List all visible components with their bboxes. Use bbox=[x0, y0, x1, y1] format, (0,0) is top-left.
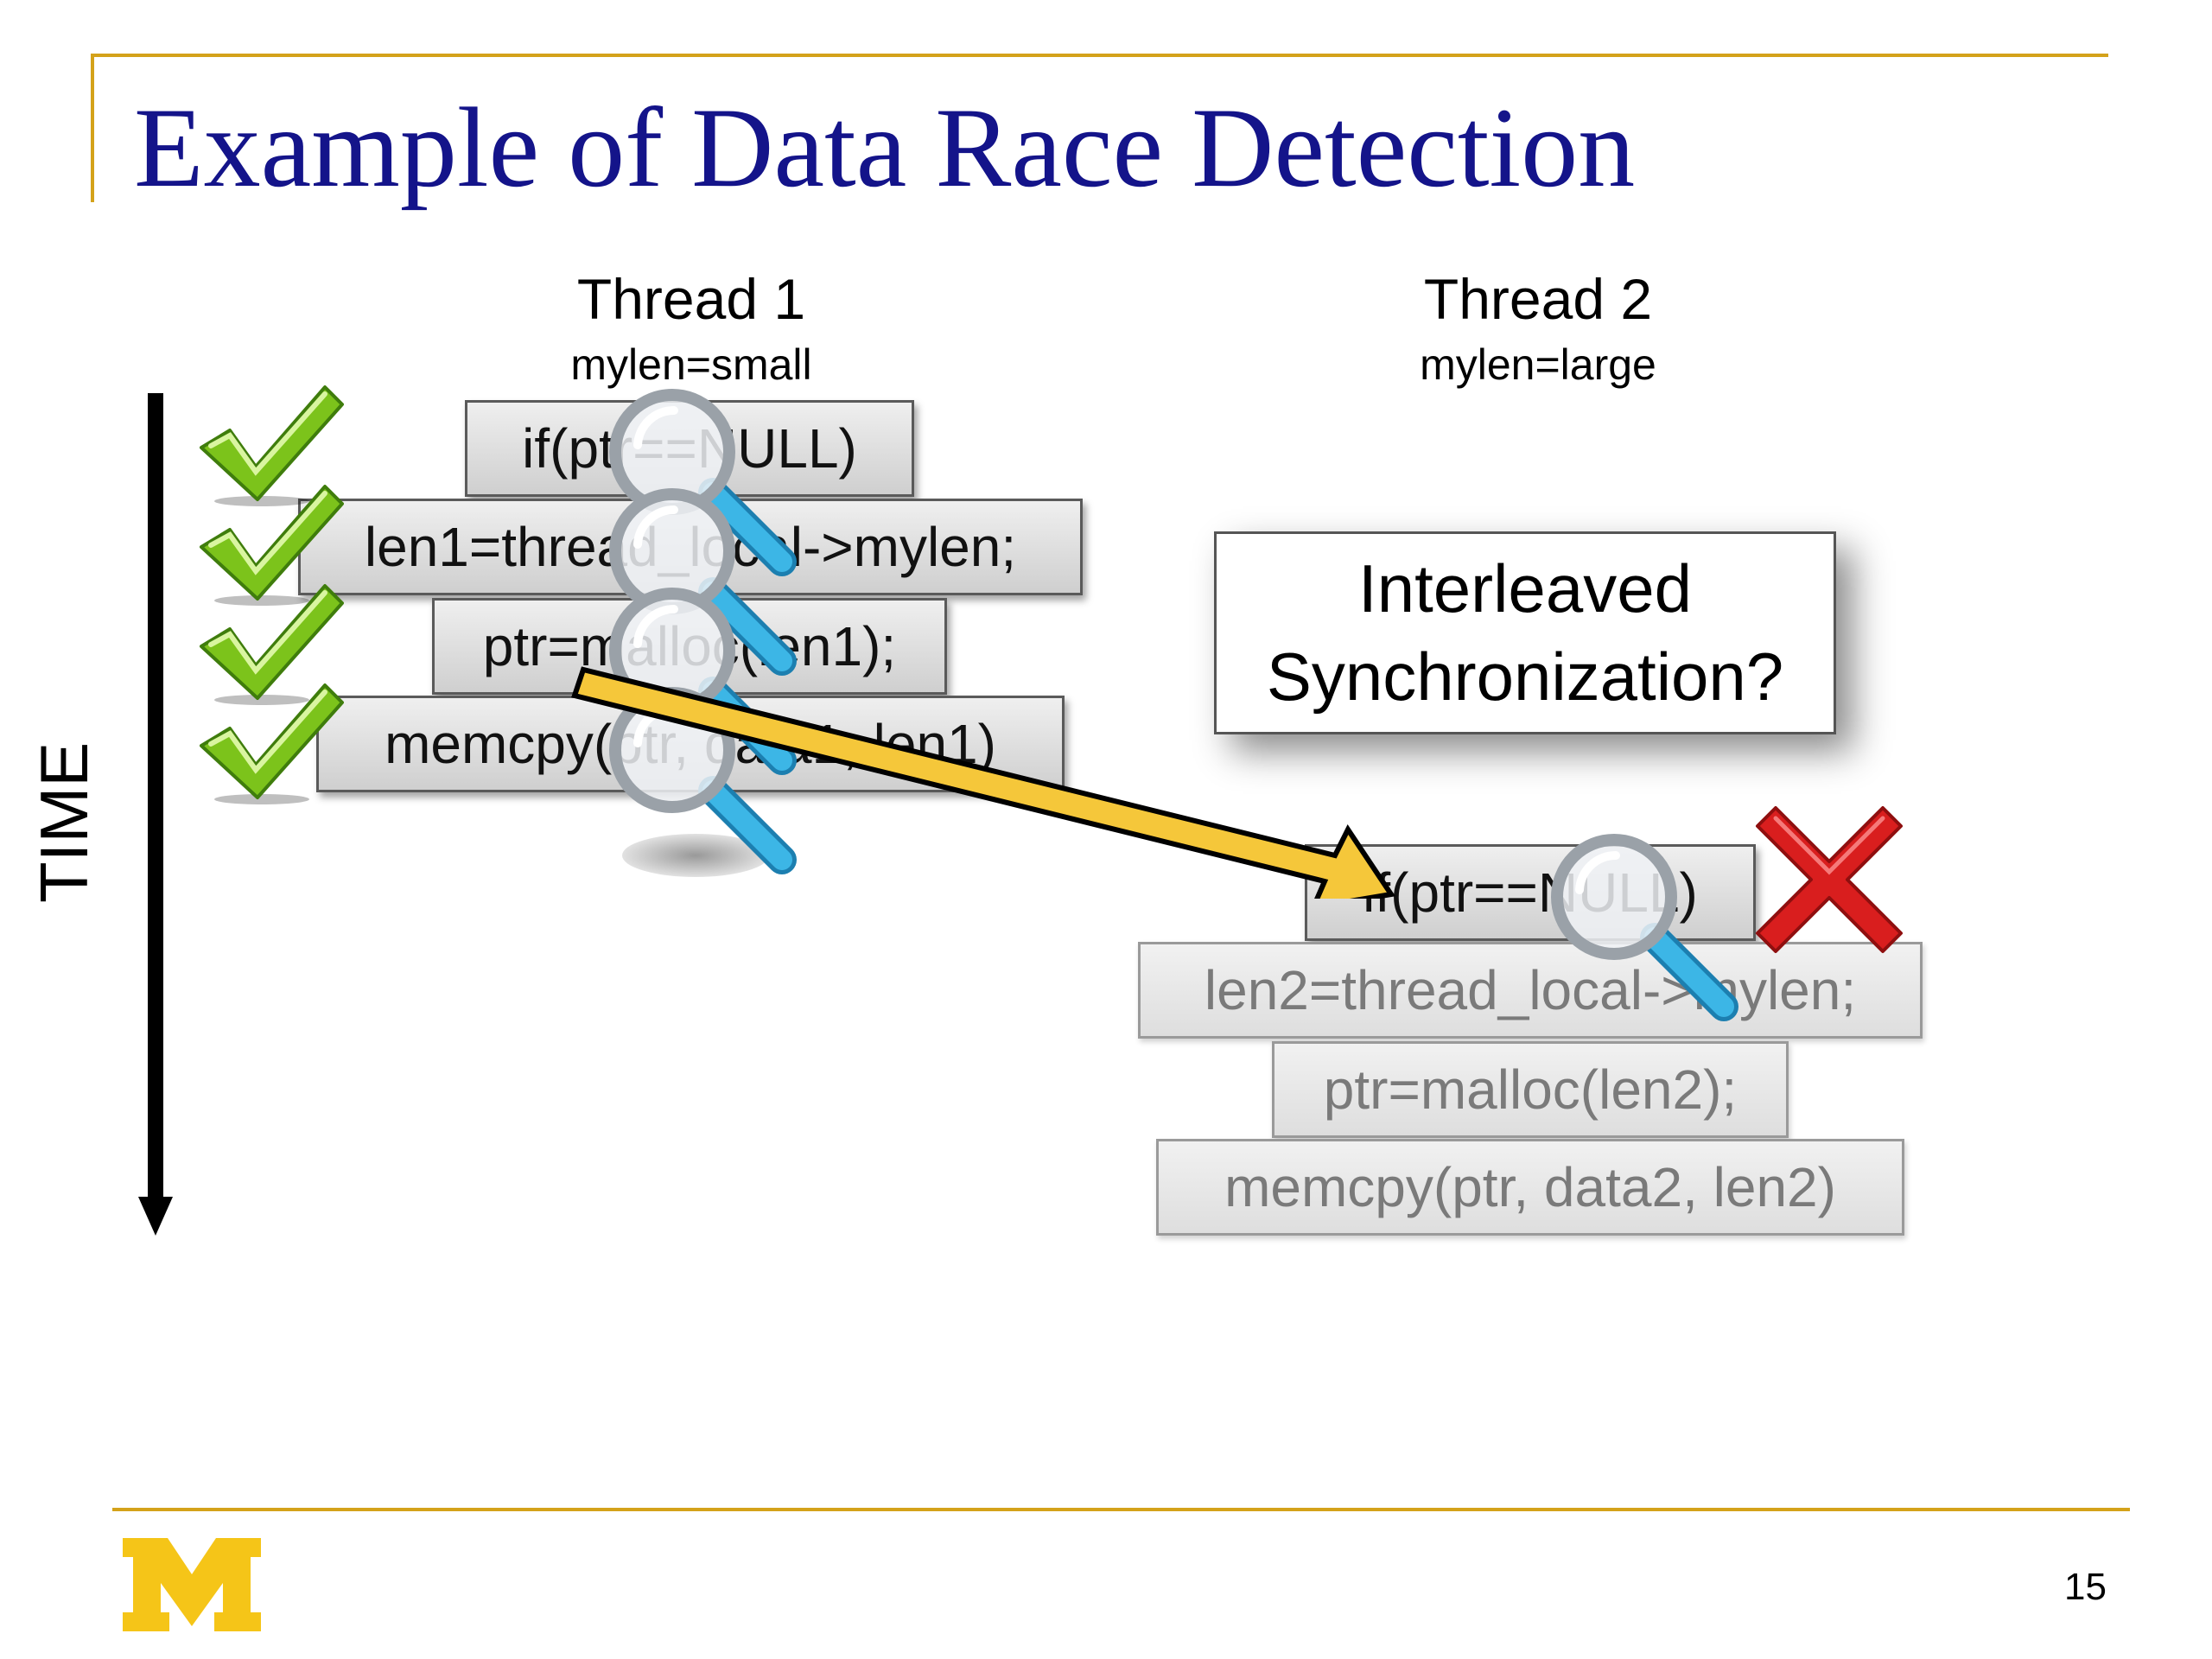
callout-line-1: Interleaved bbox=[1358, 550, 1692, 627]
university-logo: M bbox=[123, 1538, 261, 1633]
top-rule bbox=[91, 54, 2108, 57]
thread1-subtitle: mylen=small bbox=[570, 340, 812, 389]
thread2-subtitle: mylen=large bbox=[1420, 340, 1656, 389]
bottom-rule bbox=[112, 1508, 2130, 1511]
check-icon bbox=[200, 584, 344, 705]
left-rule bbox=[91, 54, 94, 202]
logo-letter: M bbox=[261, 1538, 262, 1539]
slide-title: Example of Data Race Detection bbox=[134, 84, 1636, 211]
thread2-line-3: ptr=malloc(len2); bbox=[1272, 1041, 1789, 1138]
thread1-name: Thread 1 bbox=[576, 267, 806, 331]
check-icon bbox=[200, 485, 344, 606]
magnifier-icon bbox=[1551, 834, 1738, 1021]
check-icon bbox=[200, 385, 344, 506]
magnifier-icon bbox=[609, 488, 797, 676]
interleave-arrow bbox=[571, 666, 1396, 899]
time-arrow bbox=[138, 393, 173, 1236]
thread2-name: Thread 2 bbox=[1423, 267, 1653, 331]
time-label: TIME bbox=[26, 741, 102, 903]
thread2-line-2: len2=thread_local->mylen; bbox=[1138, 942, 1923, 1039]
check-icon bbox=[200, 683, 344, 804]
page-number: 15 bbox=[2064, 1566, 2107, 1608]
callout-line-2: Synchronization? bbox=[1266, 638, 1784, 715]
thread2-line-4: memcpy(ptr, data2, len2) bbox=[1156, 1139, 1904, 1236]
interleaved-sync-callout: Interleaved Synchronization? bbox=[1214, 531, 1836, 734]
red-x-icon bbox=[1756, 806, 1903, 953]
